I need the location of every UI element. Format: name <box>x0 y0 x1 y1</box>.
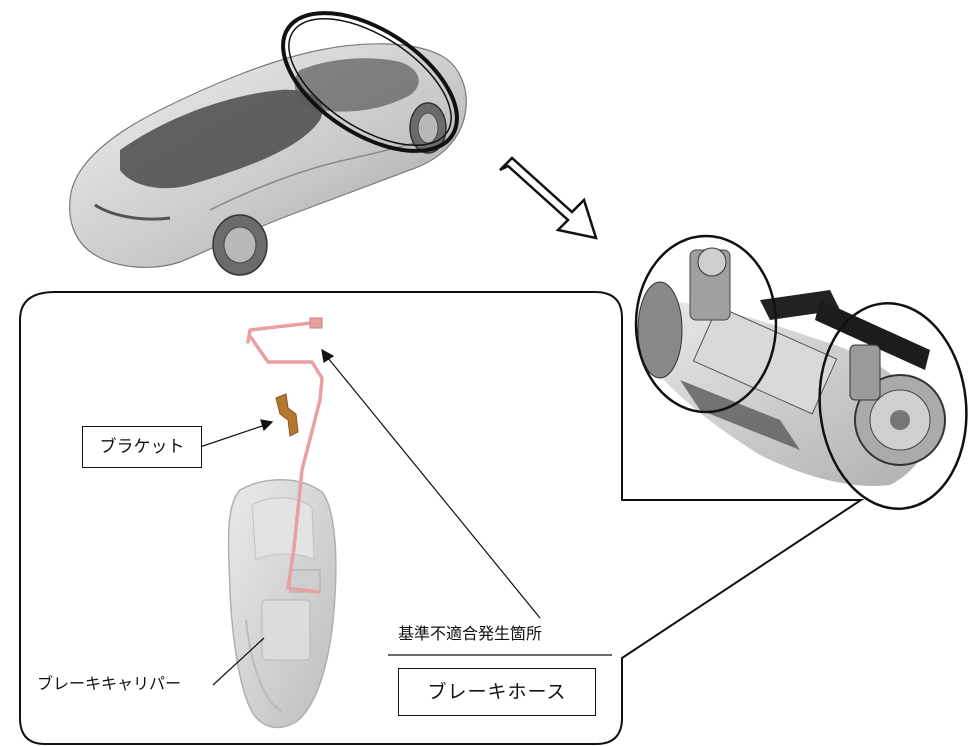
right-hub-circle <box>818 302 968 510</box>
leader-lines <box>199 348 612 686</box>
brake-hose-label: ブレーキホース <box>398 668 596 716</box>
brake-hose-illustration <box>246 317 324 594</box>
left-hub-circle <box>634 234 778 414</box>
callout-frame <box>19 291 865 745</box>
nonconformity-location-label: 基準不適合発生箇所 <box>398 624 543 643</box>
car-illustration <box>69 11 467 276</box>
bracket-illustration <box>275 393 299 437</box>
brake-caliper-label: ブレーキキャリパー <box>37 674 182 693</box>
car-highlight-ellipse <box>281 11 459 153</box>
arrow-right-down-icon <box>499 156 598 240</box>
bracket-label: ブラケット <box>82 426 202 468</box>
front-axle-assembly <box>634 234 968 510</box>
brake-caliper-illustration <box>227 479 337 729</box>
